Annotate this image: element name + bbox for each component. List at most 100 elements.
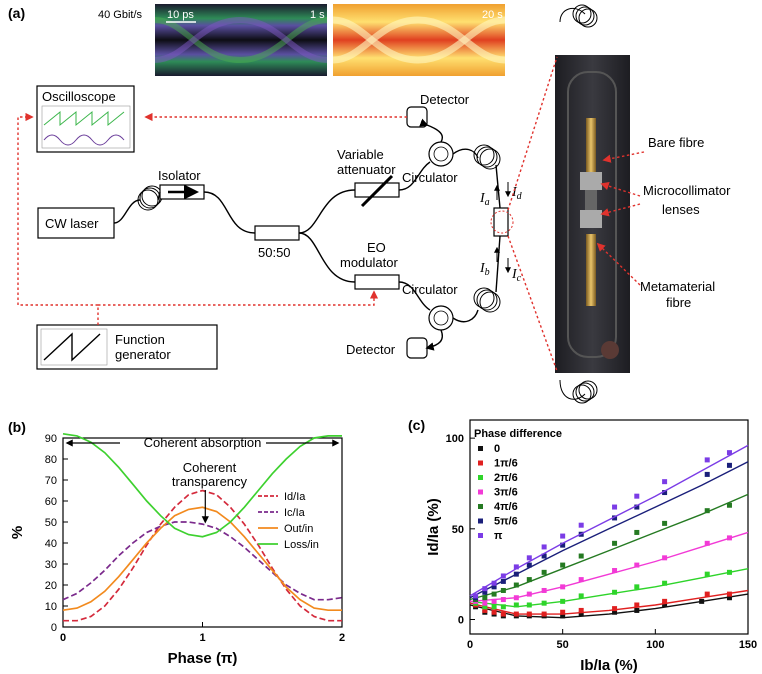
y-tick-label-b: 90 (45, 433, 57, 445)
legend-label-c: 0 (494, 443, 500, 455)
fibre-splitter-upper (298, 189, 356, 234)
panel-b-label: (b) (8, 419, 26, 435)
annotation-transparency: transparency (172, 474, 248, 489)
data-point-26 (500, 604, 506, 610)
function-gen-label-1: Function (115, 332, 165, 347)
data-point-46 (491, 591, 497, 597)
data-point-pi (578, 522, 584, 528)
y-tick-label-c: 50 (452, 524, 464, 536)
data-point-pi (560, 533, 566, 539)
data-point-16 (634, 602, 640, 608)
series-line-lossin (62, 432, 342, 538)
data-point-16 (513, 611, 519, 617)
eo-modulator (354, 274, 400, 290)
signal-fgen-to-scope (17, 112, 99, 325)
detector-bottom-label: Detector (346, 342, 396, 357)
data-point-46 (726, 502, 732, 508)
data-point-0 (662, 602, 668, 608)
detector-bottom (406, 337, 428, 359)
data-point-26 (612, 589, 618, 595)
microcollimator-label-2: lenses (662, 202, 700, 217)
data-point-16 (526, 611, 532, 617)
legend-label-c: 3π/6 (494, 487, 518, 499)
data-point-56 (541, 553, 547, 559)
exposure-1-label: 1 s (310, 9, 325, 21)
data-point-pi (726, 450, 732, 456)
data-point-36 (526, 591, 532, 597)
data-point-16 (578, 607, 584, 613)
legend-swatch-c (478, 460, 483, 466)
circulator-bottom-icon (428, 305, 454, 331)
y-tick-label-c: 100 (446, 433, 464, 445)
series-line-idia (63, 489, 342, 622)
panel-a-label: (a) (8, 5, 25, 21)
circulator-bottom-label: Circulator (402, 282, 458, 297)
data-point-16 (482, 607, 488, 613)
data-point-46 (500, 587, 506, 593)
metamaterial-label-2: fibre (666, 295, 691, 310)
attenuator-label-2: attenuator (337, 162, 396, 177)
y-tick-label-b: 40 (45, 538, 57, 550)
data-point-36 (578, 577, 584, 583)
eye-diagram-1s (154, 4, 328, 76)
cw-laser-label: CW laser (45, 216, 99, 231)
legend-label-b: Ic/Ia (284, 507, 306, 519)
legend-label-c: 2π/6 (494, 472, 518, 484)
series-line-icia (62, 521, 343, 601)
bare-fibre-label: Bare fibre (648, 135, 704, 150)
detector-top-label: Detector (420, 92, 470, 107)
y-tick-label-b: 20 (45, 580, 57, 592)
data-point-26 (726, 569, 732, 575)
data-point-36 (500, 597, 506, 603)
data-point-56 (726, 462, 732, 468)
data-point-26 (704, 571, 710, 577)
plot-frame-c (469, 419, 749, 635)
legend-swatch-c (478, 533, 483, 538)
metamaterial-label-1: Metamaterial (640, 279, 715, 294)
data-point-56 (634, 504, 640, 510)
data-point-0 (699, 598, 705, 604)
data-point-26 (491, 604, 497, 610)
series-line-outin (62, 506, 342, 612)
legend-label-c: 1π/6 (494, 458, 518, 470)
data-point-16 (541, 611, 547, 617)
y-tick-label-b: 70 (45, 475, 57, 487)
annotation-coherent: Coherent (183, 460, 237, 475)
data-point-46 (526, 577, 532, 583)
fibre-laser-coil (113, 199, 141, 224)
annotation-coherent-absorption: Coherent absorption (144, 435, 262, 450)
data-point-pi (473, 593, 479, 599)
data-point-56 (612, 515, 618, 521)
circulator-top-label: Circulator (402, 170, 458, 185)
beam-d-label: Id (511, 185, 523, 202)
x-tick-label-c: 50 (557, 639, 569, 651)
data-point-26 (482, 604, 488, 610)
data-point-46 (662, 520, 668, 526)
panel-c-label: (c) (408, 417, 425, 433)
splitter-5050 (254, 225, 300, 241)
data-point-46 (634, 529, 640, 535)
isolator-label: Isolator (158, 168, 201, 183)
eo-label-2: modulator (340, 255, 398, 270)
data-point-36 (662, 555, 668, 561)
legend-swatch-c (478, 446, 483, 451)
data-point-16 (612, 606, 618, 612)
beam-b-label: Ib (479, 261, 490, 278)
data-point-36 (704, 540, 710, 546)
data-point-pi (513, 564, 519, 570)
y-tick-label-b: 0 (51, 622, 57, 634)
data-point-pi (662, 479, 668, 485)
data-point-26 (526, 602, 532, 608)
data-point-56 (500, 578, 506, 584)
fibre-coil-bottom-icon (473, 287, 501, 313)
data-point-36 (634, 562, 640, 568)
legend-label-b: Id/Ia (284, 491, 306, 503)
data-point-16 (500, 611, 506, 617)
legend-label-c: 4π/6 (494, 501, 518, 513)
oscilloscope (36, 85, 135, 153)
data-point-26 (634, 584, 640, 590)
data-point-16 (704, 591, 710, 597)
data-point-46 (560, 562, 566, 568)
